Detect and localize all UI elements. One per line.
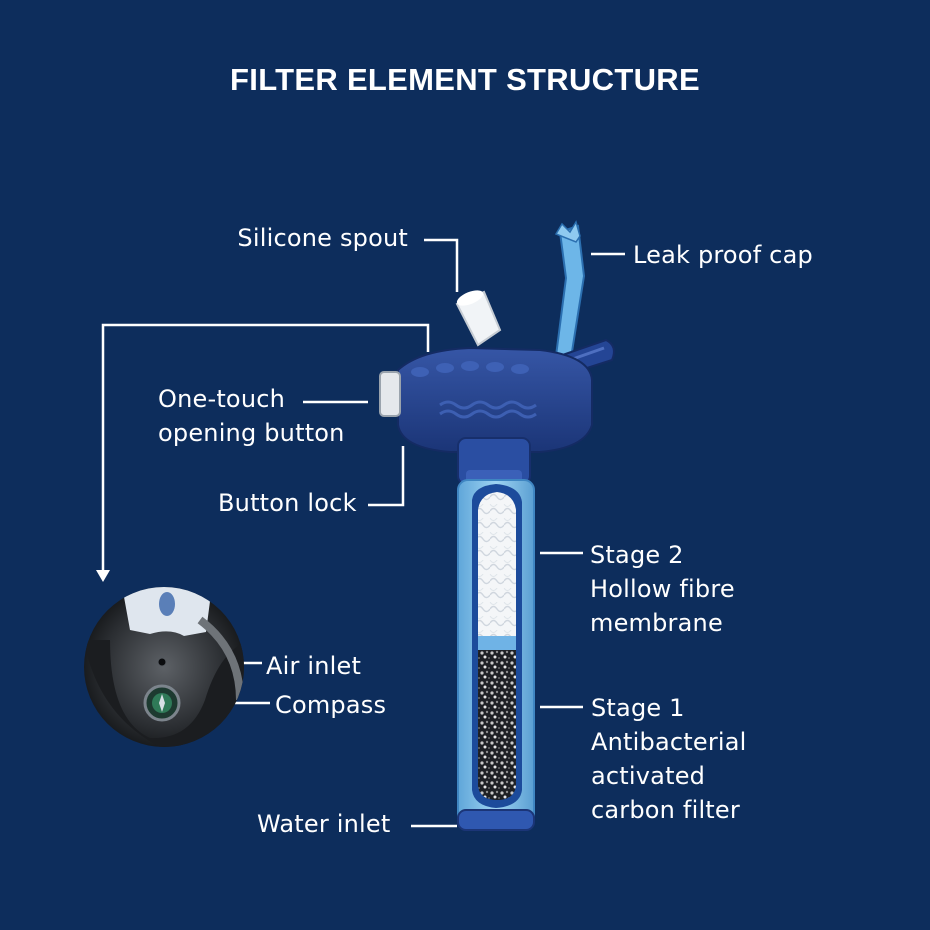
page-title: FILTER ELEMENT STRUCTURE: [230, 62, 700, 97]
zoom-arrow-head: [96, 570, 110, 582]
filter-tube: [457, 479, 535, 831]
air-inlet-hole: [157, 657, 167, 667]
one-touch-button-label: One-touch opening button: [158, 385, 345, 447]
one-touch-button: [379, 371, 401, 417]
air-inlet-label: Air inlet: [266, 652, 362, 680]
hollow-fibre-membrane: [478, 492, 516, 640]
zoom-detail-circle: [84, 587, 244, 747]
water-inlet-label: Water inlet: [257, 810, 391, 838]
button-lock-leader: [368, 446, 405, 507]
compass-label: Compass: [275, 691, 387, 719]
stage2-label: Stage 2 Hollow fibre membrane: [590, 541, 735, 637]
leak-proof-cap-strap: [554, 220, 586, 360]
stage1-label: Stage 1 Antibacterial activated carbon f…: [591, 694, 747, 824]
button-lock-label: Button lock: [218, 489, 357, 517]
zoom-leader: [101, 323, 430, 572]
cap-body: [379, 346, 593, 453]
silicone-spout-leader: [424, 238, 459, 292]
leak-proof-cap-label: Leak proof cap: [633, 241, 813, 269]
silicone-spout: [455, 290, 502, 347]
silicone-spout-label: Silicone spout: [237, 224, 408, 252]
activated-carbon: [478, 650, 516, 800]
